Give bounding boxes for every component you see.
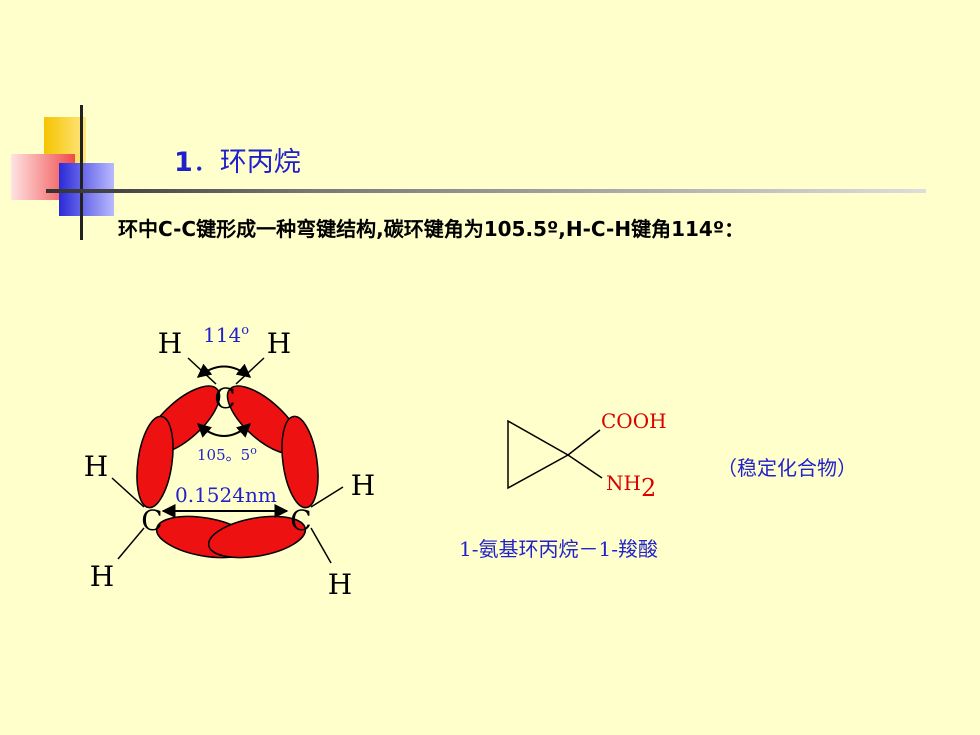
nh2-group: NH2: [606, 471, 656, 502]
title-underline: [46, 189, 926, 193]
hch-angle-label: 114o: [203, 323, 249, 347]
orbital-lobe: [136, 415, 174, 509]
bond-line: [567, 454, 603, 479]
atom-h-right-lower: H: [328, 568, 352, 601]
atom-c-top: C: [214, 382, 235, 415]
atom-h-left-upper: H: [84, 450, 108, 483]
compound-name: 1-氨基环丙烷－1-羧酸: [459, 537, 658, 561]
aminocyclopropane-structure: [507, 419, 603, 490]
cyclopropane-ring: [507, 419, 570, 490]
atom-c-right: C: [290, 504, 311, 537]
title-number: 1: [174, 147, 193, 178]
bond-line: [187, 357, 217, 385]
bond-line: [310, 527, 332, 564]
atom-h-right-upper: H: [351, 469, 375, 502]
atom-h-top-left: H: [158, 327, 182, 360]
orbital-lobes: [136, 385, 319, 559]
ch-bonds: [111, 357, 344, 564]
stable-compound-note: （稳定化合物）: [717, 456, 857, 480]
bond-length-label: 0.1524nm: [175, 483, 277, 507]
atom-c-left: C: [141, 504, 162, 537]
title-text: ．环丙烷: [192, 147, 301, 178]
atom-h-top-right: H: [267, 327, 291, 360]
orbital-lobe: [281, 415, 319, 509]
ccc-angle-label: 105。5o: [197, 444, 257, 464]
bond-line: [117, 527, 145, 560]
decor-vertical-line: [80, 105, 83, 240]
bond-line: [567, 429, 601, 456]
atom-h-left-lower: H: [90, 560, 114, 593]
cooh-group: COOH: [601, 409, 667, 433]
hch-angle-arc: [196, 363, 252, 378]
slide-title: 1．环丙烷: [174, 140, 301, 179]
ccc-angle-arc: [196, 423, 252, 438]
bond-line: [111, 477, 145, 508]
slide-description: 环中C-C键形成一种弯键结构,碳环键角为105.5º,H-C-H键角114º：: [118, 217, 745, 241]
bond-line: [310, 486, 344, 508]
orbital-lobe: [207, 515, 307, 559]
